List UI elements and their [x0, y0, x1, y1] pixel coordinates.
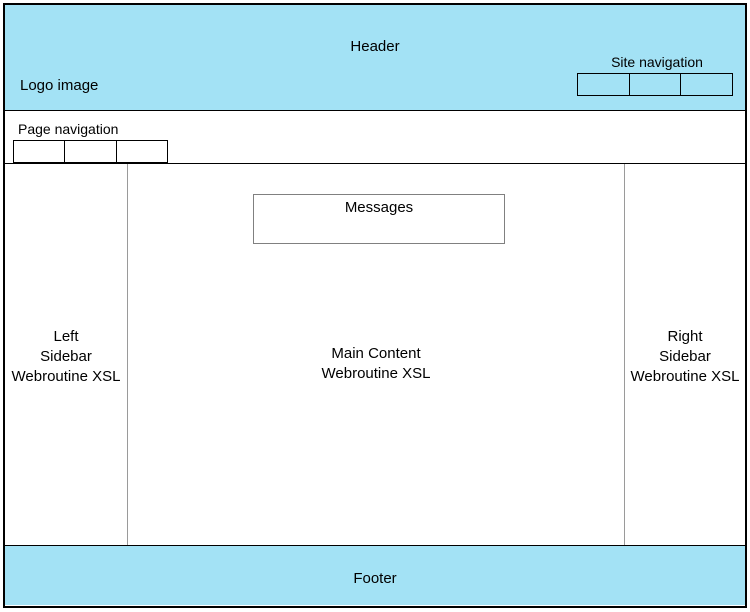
page-navigation-item[interactable]	[65, 141, 117, 162]
page-navigation-region: Page navigation	[5, 110, 745, 163]
page-navigation-item[interactable]	[117, 141, 167, 162]
left-sidebar-line: Sidebar	[40, 348, 92, 365]
right-sidebar-line: Webroutine XSL	[630, 368, 740, 385]
logo-image-placeholder: Logo image	[20, 77, 99, 94]
footer-title: Footer	[353, 570, 397, 587]
site-navigation-item[interactable]	[630, 74, 682, 95]
site-navigation-cells	[577, 73, 733, 96]
page-navigation-item[interactable]	[14, 141, 66, 162]
right-sidebar-text: Right Sidebar Webroutine XSL	[625, 327, 745, 387]
site-navigation: Site navigation	[577, 53, 737, 96]
right-sidebar-line: Right	[667, 328, 703, 345]
left-sidebar-line: Webroutine XSL	[11, 368, 121, 385]
right-sidebar-line: Sidebar	[659, 348, 711, 365]
left-sidebar-text: Left Sidebar Webroutine XSL	[5, 327, 127, 387]
site-navigation-item[interactable]	[681, 74, 732, 95]
footer-region: Footer	[5, 545, 745, 605]
messages-box: Messages	[253, 194, 505, 244]
main-content-line: Webroutine XSL	[321, 365, 431, 382]
header-region: Header Logo image Site navigation	[5, 5, 745, 110]
right-sidebar-region: Right Sidebar Webroutine XSL	[625, 164, 745, 545]
page-navigation-label: Page navigation	[18, 121, 119, 137]
left-sidebar-region: Left Sidebar Webroutine XSL	[5, 164, 128, 545]
left-sidebar-line: Left	[53, 328, 79, 345]
content-row: Left Sidebar Webroutine XSL Messages Mai…	[5, 163, 745, 545]
main-content-region: Messages Main Content Webroutine XSL	[128, 164, 625, 545]
site-navigation-item[interactable]	[578, 74, 630, 95]
main-content-text: Main Content Webroutine XSL	[128, 344, 624, 384]
page-navigation-cells	[13, 140, 168, 163]
main-content-line: Main Content	[331, 345, 421, 362]
site-navigation-label: Site navigation	[611, 54, 703, 70]
header-title: Header	[350, 38, 400, 55]
messages-label: Messages	[344, 199, 414, 216]
